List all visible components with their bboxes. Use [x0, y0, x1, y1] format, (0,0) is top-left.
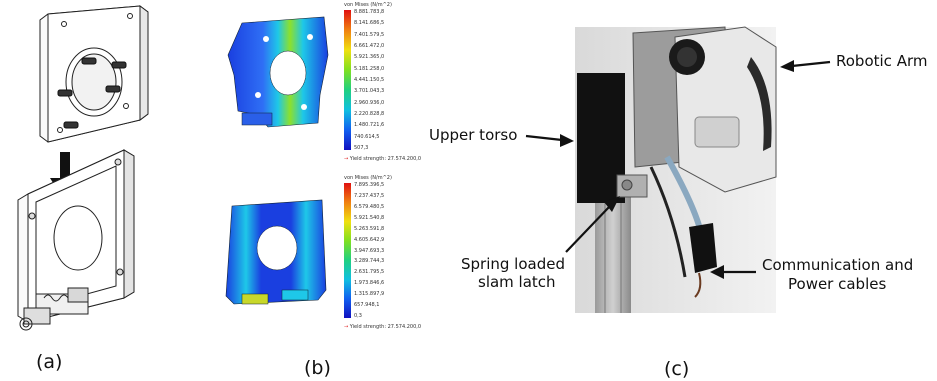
- caption-b: (b): [304, 357, 331, 379]
- colorbar-tick-label: 6.579.480,5: [354, 203, 385, 210]
- colorbar-tick-label: 2.631.795,5: [354, 269, 385, 276]
- label-cables-line2: Power cables: [788, 275, 887, 293]
- colorbar-tick-label: 1.973.846,6: [354, 280, 385, 287]
- label-latch-line1: Spring loaded: [461, 255, 565, 273]
- fea-top-yield-label: → Yield strength: 27.574.200,0: [344, 156, 422, 162]
- cable-black: [649, 166, 687, 278]
- robot-torso-photo: [575, 26, 777, 313]
- colorbar-tick-label: 3.701.043,3: [354, 88, 385, 95]
- yield-marker-icon: →: [344, 156, 349, 162]
- colorbar-tick-label: 5.921.365,0: [354, 54, 385, 61]
- colorbar-tick-label: 7.237.437,5: [354, 192, 385, 199]
- colorbar-tick-label: 2.220.828,8: [354, 111, 385, 117]
- colorbar-tick-label: 6.661.472,0: [354, 43, 385, 49]
- colorbar-tick-label: 5.263.591,8: [354, 225, 385, 232]
- colorbar-tick-label: 507,3: [354, 145, 369, 151]
- colorbar-tick-label: 5.921.540,8: [354, 214, 385, 221]
- colorbar-tick-label: 7.895.396,5: [354, 182, 385, 188]
- bottom-plate: [17, 149, 135, 323]
- colorbar-tick-label: 4.605.642,9: [354, 236, 385, 243]
- colorbar-tick-label: 7.401.579,5: [354, 31, 385, 38]
- fea-top-plot: [227, 16, 329, 128]
- arrow-upper-torso: [525, 134, 563, 142]
- colorbar-tick-label: 2.960.936,0: [354, 99, 385, 106]
- arrow-latch: [565, 205, 611, 253]
- arrow-robotic-arm: [791, 60, 831, 68]
- locating-pins: [57, 57, 127, 129]
- colorbar-tick-label: 5.181.258,0: [354, 65, 385, 72]
- yield-marker-icon: →: [344, 324, 349, 330]
- colorbar-tick-label: 0,3: [354, 313, 362, 319]
- fea-bottom-yield-label: → Yield strength: 27.574.200,0: [344, 324, 422, 330]
- label-latch-line2: slam latch: [478, 273, 556, 291]
- fea-top-legend-title: von Mises (N/m^2): [344, 2, 392, 8]
- fea-top-colorbar: [344, 10, 351, 150]
- caption-a: (a): [36, 351, 63, 373]
- cable-connector: [689, 223, 717, 273]
- colorbar-tick-label: 657.948,1: [354, 302, 380, 309]
- fea-bottom-plot: [225, 199, 327, 305]
- colorbar-tick-label: 740.614,5: [354, 133, 380, 140]
- colorbar-tick-label: 4.441.150,5: [354, 77, 385, 83]
- colorbar-tick-label: 1.315.897,9: [354, 291, 385, 298]
- colorbar-tick-label: 3.947.693,3: [354, 247, 385, 254]
- top-plate: [39, 5, 149, 143]
- colorbar-tick-label: 1.480.721,6: [354, 122, 385, 129]
- caption-c: (c): [664, 358, 690, 380]
- fea-bottom-legend-title: von Mises (N/m^2): [344, 175, 392, 181]
- label-cables-line1: Communication and: [762, 256, 914, 274]
- colorbar-tick-label: 8.881.783,8: [354, 9, 385, 15]
- colorbar-tick-label: 3.289.744,3: [354, 258, 385, 265]
- latch-mechanism: [19, 287, 89, 331]
- cad-exploded-view: [17, 5, 149, 331]
- label-robotic-arm: Robotic Arm: [836, 52, 928, 70]
- colorbar-tick-label: 8.141.686,5: [354, 20, 385, 27]
- fea-bottom-colorbar: [344, 183, 351, 318]
- label-upper-torso: Upper torso: [429, 126, 518, 144]
